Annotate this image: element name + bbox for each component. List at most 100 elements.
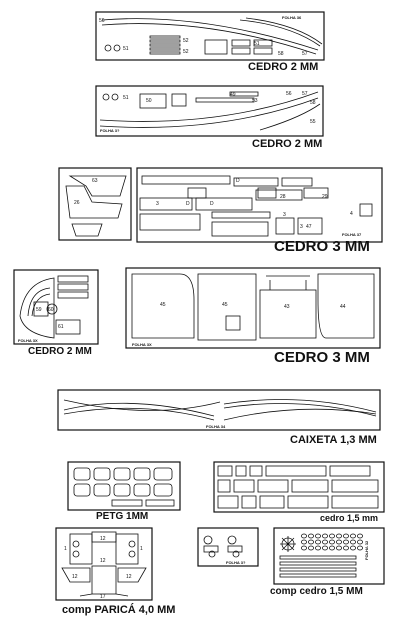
part-label: 1 [64,546,67,552]
small-part [350,539,356,545]
part-label: 56 [99,18,105,24]
part-label: 50 [146,98,152,104]
sheet-tag: FOLHA 32 [364,540,369,560]
part-label: 58 [278,51,284,57]
part-label: 44 [340,304,346,310]
sheet-comp-cedro: FOLHA 32 [273,527,385,585]
sheet-tag: FOLHA 3? [100,128,120,133]
small-part [350,533,356,539]
caption-cedro-3mm-a: CEDRO 3 MM [274,238,370,255]
strip-part [279,573,357,578]
small-part [308,539,314,545]
small-part [301,545,307,551]
sheet-tag: FOLHA 3? [226,560,246,565]
part-label: 58 [310,100,316,106]
caption-caixeta: CAIXETA 1,3 MM [290,434,377,446]
sheet-small-wheels: FOLHA 3? [197,527,259,567]
small-part [343,539,349,545]
small-part [343,545,349,551]
caption-cedro-3mm-b: CEDRO 3 MM [274,349,370,366]
part-label: D [236,178,240,184]
small-part [336,533,342,539]
sheet-caixeta: FOLHA 34 [57,389,381,431]
strip-part [279,561,357,566]
part-label: 51 [123,95,129,101]
small-part [301,533,307,539]
part-label: 57 [302,91,308,97]
caption-petg: PETG 1MM [96,511,149,522]
small-part [315,545,321,551]
part-label: 12 [126,574,132,580]
sheet-tag: FOLHA 36 [282,15,302,20]
caption-cedro-2mm-b: CEDRO 2 MM [252,138,323,150]
caption-comp-parica: comp PARICÁ 4,0 MM [62,604,176,616]
part-label: 51 [123,46,129,52]
small-part [336,545,342,551]
part-label: D [186,201,190,207]
small-part [322,539,328,545]
small-part [343,533,349,539]
small-part [357,545,363,551]
small-part [329,545,335,551]
part-label: 52 [183,38,189,44]
part-label: 49 [230,92,236,98]
caption-cedro-2mm-c: CEDRO 2 MM [28,346,92,357]
part-label: 63 [92,178,98,184]
sheet-petg [67,461,181,511]
part-label: 12 [72,574,78,580]
sheet-comp-parica: 12 12 12 12 1 1 17 [55,527,153,601]
part-label: 43 [284,304,290,310]
part-label: 45 [160,302,166,308]
small-part [308,533,314,539]
part-label: 45 [222,302,228,308]
small-part [329,533,335,539]
sheet-cedro-1-5mm [213,461,385,513]
sheet-tag: FOLHA 3X [18,338,38,343]
small-part [357,539,363,545]
small-part [322,545,328,551]
small-part [301,539,307,545]
small-part [336,539,342,545]
sheet-tag: FOLHA 34 [206,424,226,429]
small-part [329,539,335,545]
part-label: 29 [322,194,328,200]
sheet-cedro-3mm-large: 45 45 43 44 FOLHA 3X [125,267,381,349]
part-label: 12 [100,558,106,564]
small-part [315,533,321,539]
part-label: 1 [140,546,143,552]
sheet-folha-37b: 63 26 3 D D D 28 29 3 3 47 4 FOLHA 37 [58,167,383,243]
part-label: 59 [36,307,42,313]
part-label: 4 [350,211,353,217]
sheet-folha-37a: 51 50 49 53 56 57 58 55 FOLHA 3? [95,85,324,137]
part-label: 60 [48,307,54,313]
part-label: D [210,201,214,207]
part-label: 61 [58,324,64,330]
small-part [308,545,314,551]
strip-part [279,567,357,572]
part-label: 12 [100,536,106,542]
part-label: 26 [74,200,80,206]
part-label: 3 [156,201,159,207]
part-label: 47 [306,224,312,230]
part-label: 56 [286,91,292,97]
part-label: 57 [302,51,308,57]
part-label: 51 [254,41,260,47]
sheet-tag: FOLHA 37 [342,232,362,237]
part-label: 3 [283,212,286,218]
strip-part [279,555,357,560]
sheet-cedro-2mm-small: 59 60 61 FOLHA 3X [13,269,99,345]
caption-cedro-2mm-a: CEDRO 2 MM [248,61,319,73]
part-label: 53 [252,98,258,104]
part-label: 17 [100,594,106,600]
small-part [322,533,328,539]
part-label: 55 [310,119,316,125]
part-label: 28 [280,194,286,200]
caption-comp-cedro: comp cedro 1,5 MM [270,586,363,597]
part-label: 3 [300,224,303,230]
caption-cedro-1-5mm: cedro 1,5 mm [320,513,379,523]
small-part [350,545,356,551]
small-part [357,533,363,539]
small-part [315,539,321,545]
